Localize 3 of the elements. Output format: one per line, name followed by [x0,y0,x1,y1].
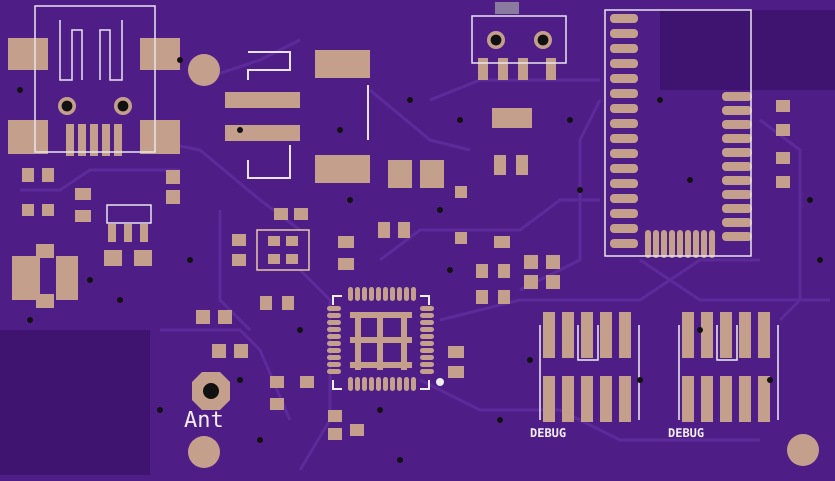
silkscreen-label: DEBUG [530,426,566,440]
silkscreen-label: DEBUG [668,426,704,440]
silkscreen-label: Ant [184,408,224,433]
